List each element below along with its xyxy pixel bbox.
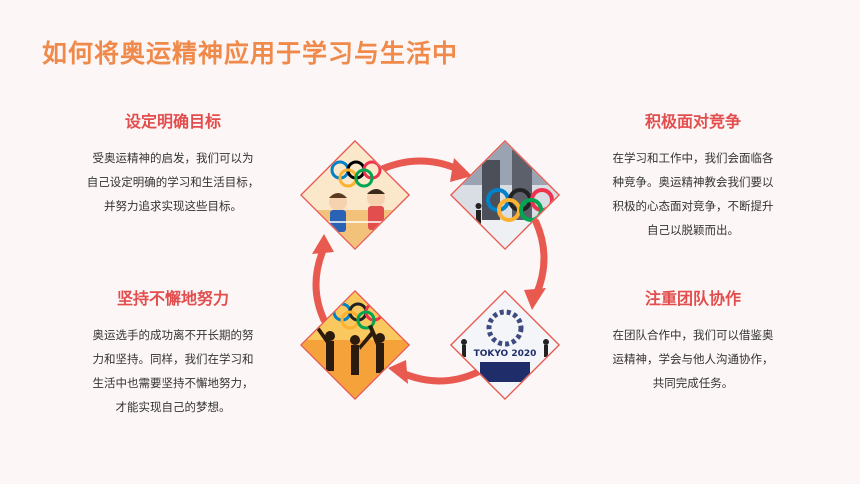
text-line: 运精神，学会与他人沟通协作， bbox=[612, 352, 774, 366]
text-line: 受奥运精神的启发，我们可以为 bbox=[92, 151, 254, 165]
text-line: 自己以脱颖而出。 bbox=[647, 223, 739, 237]
text-line: 生活中也需要坚持不懈地努力， bbox=[92, 376, 254, 390]
section-face-competition: 积极面对竞争 在学习和工作中，我们会面临各 种竞争。奥运精神教会我们要以 积极的… bbox=[588, 108, 798, 242]
text-line: 种竞争。奥运精神教会我们要以 bbox=[612, 175, 774, 189]
text-line: 奥运选手的成功离不开长期的努 bbox=[92, 328, 254, 342]
text-line: 在学习和工作中，我们会面临各 bbox=[612, 151, 774, 165]
section-set-goals: 设定明确目标 受奥运精神的启发，我们可以为 自己设定明确的学习和生活目标， 并努… bbox=[68, 108, 278, 218]
section-text: 受奥运精神的启发，我们可以为 自己设定明确的学习和生活目标， 并努力追求实现这些… bbox=[68, 146, 278, 218]
photo-cartoon-athletes bbox=[300, 140, 411, 251]
section-teamwork: 注重团队协作 在团队合作中，我们可以借鉴奥 运精神，学会与他人沟通协作， 共同完… bbox=[588, 285, 798, 395]
arrow-down-icon bbox=[524, 218, 548, 310]
text-line: 并努力追求实现这些目标。 bbox=[104, 199, 242, 213]
text-line: 积极的心态面对竞争，不断提升 bbox=[612, 199, 774, 213]
olympic-rings-icon bbox=[330, 160, 382, 188]
tokyo-label: TOKYO 2020 bbox=[474, 349, 537, 359]
photo-tokyo-podium: TOKYO 2020 bbox=[449, 289, 561, 401]
text-line: 才能实现自己的梦想。 bbox=[115, 400, 231, 414]
text-line: 在团队合作中，我们可以借鉴奥 bbox=[612, 328, 774, 342]
page-title: 如何将奥运精神应用于学习与生活中 bbox=[42, 39, 459, 68]
section-heading: 设定明确目标 bbox=[124, 112, 221, 131]
section-text: 奥运选手的成功离不开长期的努 力和坚持。同样，我们在学习和 生活中也需要坚持不懈… bbox=[68, 323, 278, 419]
arrow-left-icon bbox=[388, 360, 482, 385]
text-line: 力和坚持。同样，我们在学习和 bbox=[92, 352, 254, 366]
section-heading: 积极面对竞争 bbox=[644, 112, 741, 131]
section-text: 在学习和工作中，我们会面临各 种竞争。奥运精神教会我们要以 积极的心态面对竞争，… bbox=[588, 146, 798, 242]
arrow-right-icon bbox=[376, 157, 472, 182]
arrow-up-icon bbox=[312, 234, 334, 324]
cycle-diagram: TOKYO 2020 bbox=[300, 140, 561, 401]
section-heading: 坚持不懈地努力 bbox=[116, 289, 229, 308]
section-text: 在团队合作中，我们可以借鉴奥 运精神，学会与他人沟通协作， 共同完成任务。 bbox=[588, 323, 798, 395]
text-line: 共同完成任务。 bbox=[652, 376, 734, 390]
text-line: 自己设定明确的学习和生活目标， bbox=[86, 175, 260, 189]
section-persistence: 坚持不懈地努力 奥运选手的成功离不开长期的努 力和坚持。同样，我们在学习和 生活… bbox=[68, 285, 278, 419]
section-heading: 注重团队协作 bbox=[644, 289, 741, 308]
